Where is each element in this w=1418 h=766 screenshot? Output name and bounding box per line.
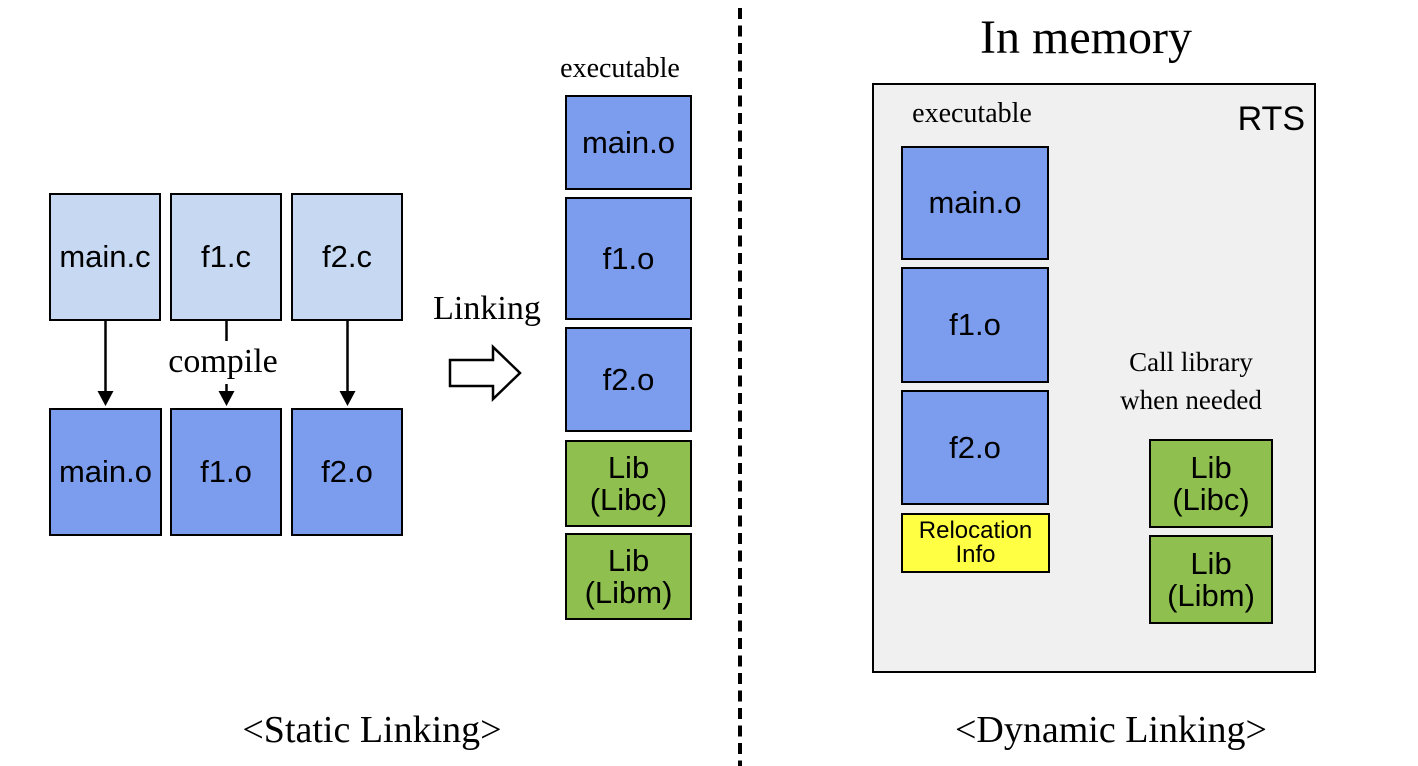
object-box-label: f2.o [321,454,373,489]
memory-box-label: f1.o [949,307,1001,342]
exec-stack-f2-o: f2.o [565,327,692,432]
stack-box-label: main.o [581,124,676,160]
executable-column-label: executable [560,53,680,84]
stack-box-label: f2.o [602,361,655,397]
call-note-line: when needed [1120,384,1262,415]
memory-box-f1-o: f1.o [901,267,1049,383]
executable-region-label: executable [912,98,1032,129]
source-box-main-c: main.c [49,193,161,321]
source-box-f2-c: f2.c [291,193,403,321]
object-box-main-o: main.o [49,408,162,536]
lib-box-label: Lib [1190,449,1232,485]
exec-stack-lib-libc: Lib (Libc) [565,440,692,527]
dynamic-linking-caption: <Dynamic Linking> [955,709,1267,751]
stack-box-label: Lib [607,542,650,578]
stack-box-label: f1.o [602,240,655,276]
object-box-label: main.o [58,454,153,489]
linking-block-arrow [448,344,522,402]
rts-label: RTS [1237,100,1305,138]
memory-box-label: main.o [928,185,1022,220]
object-box-label: f1.o [200,454,252,489]
lib-box-label: Lib [1190,545,1232,581]
lib-box-label: (Libm) [1167,577,1255,613]
stack-box-label: (Libm) [584,574,673,610]
relocation-info-box: Relocation Info [901,513,1050,573]
call-library-note: Call library when needed [1076,344,1306,420]
lib-box-label: (Libc) [1172,481,1250,517]
object-box-f2-o: f2.o [291,408,403,536]
exec-stack-f1-o: f1.o [565,197,692,320]
exec-stack-main-o: main.o [565,95,692,190]
memory-lib-libc: Lib (Libc) [1149,439,1273,528]
exec-stack-lib-libm: Lib (Libm) [565,533,692,620]
source-box-label: f2.c [322,239,372,274]
memory-box-f2-o: f2.o [901,390,1049,505]
compile-arrow-f2 [339,321,356,406]
linking-label: Linking [433,290,541,327]
compile-label: compile [155,341,291,384]
source-box-f1-c: f1.c [170,193,282,321]
in-memory-title: In memory [980,11,1192,64]
relocation-label: Info [955,541,996,568]
object-box-f1-o: f1.o [170,408,282,536]
source-box-label: main.c [59,239,151,274]
static-linking-caption: <Static Linking> [242,709,502,751]
call-note-line: Call library [1129,347,1253,377]
stack-box-label: Lib [607,449,650,485]
memory-box-label: f2.o [949,429,1001,465]
memory-box-main-o: main.o [901,146,1049,260]
memory-lib-libm: Lib (Libm) [1149,535,1273,624]
relocation-label: Relocation [918,516,1033,544]
compile-arrow-main [97,321,114,406]
stack-box-label: (Libc) [589,481,668,517]
source-box-label: f1.c [201,239,251,274]
